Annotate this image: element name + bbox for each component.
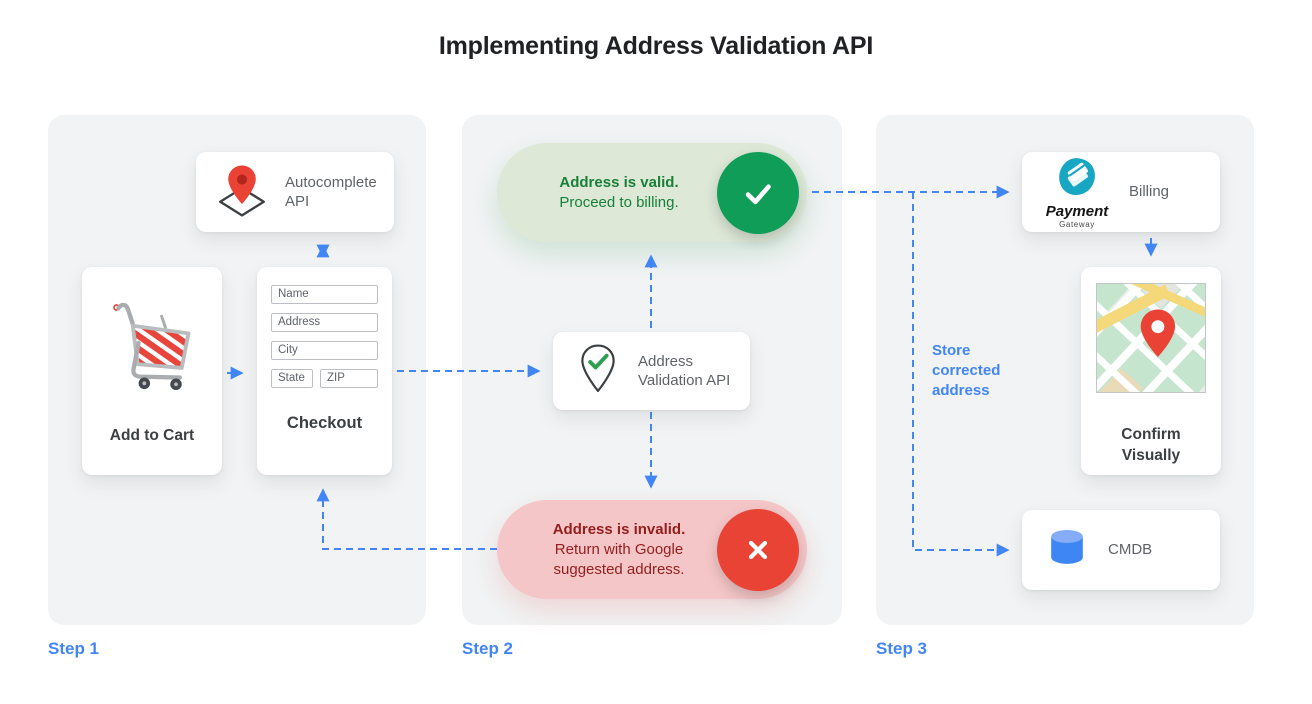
payment-logo-title: Payment (1045, 202, 1109, 220)
address-field: Address (271, 313, 378, 332)
step-1-label: Step 1 (48, 639, 100, 658)
autocomplete-map-pin-icon (212, 161, 272, 224)
valid-pill-subtitle: Proceed to billing. (559, 193, 679, 211)
checkout-card: Name Address City State ZIP Checkout (257, 267, 392, 475)
invalid-pill-subtitle: Return with Google suggested address. (553, 540, 685, 578)
state-field: State (271, 369, 313, 388)
add-to-cart-card: Add to Cart (82, 267, 222, 475)
name-field: Name (271, 285, 378, 304)
cross-circle-icon (717, 508, 799, 591)
zip-field: ZIP (320, 369, 378, 388)
map-thumbnail (1096, 283, 1206, 393)
billing-card-label: Billing (1129, 183, 1170, 201)
payment-gateway-blob-icon (1059, 157, 1095, 195)
payment-logo-subtitle: Gateway (1059, 219, 1095, 229)
shopping-cart-icon (104, 302, 200, 395)
address-invalid-pill: Address is invalid. Return with Google s… (497, 500, 807, 599)
valid-pill-title: Address is valid. (559, 173, 679, 191)
validation-card-label: Address Validation API (638, 352, 731, 390)
autocomplete-card-label: Autocomplete API (285, 173, 377, 211)
payment-gateway-logo: Payment Gateway (1038, 156, 1116, 229)
city-field: City (271, 341, 378, 360)
check-circle-icon (717, 151, 799, 234)
validation-pin-check-icon (573, 342, 623, 401)
autocomplete-api-card: Autocomplete API (196, 152, 394, 232)
invalid-pill-title: Address is invalid. (552, 520, 686, 538)
step-2-label: Step 2 (462, 639, 514, 658)
address-valid-pill: Address is valid. Proceed to billing. (497, 143, 807, 242)
cmdb-card: CMDB (1022, 510, 1220, 590)
page-title: Implementing Address Validation API (438, 32, 874, 60)
confirm-visually-label: Confirm Visually (1121, 426, 1181, 464)
step-3-label: Step 3 (876, 639, 928, 658)
address-validation-api-card: Address Validation API (553, 332, 750, 410)
add-to-cart-label: Add to Cart (109, 427, 195, 444)
store-corrected-address-note: Store corrected address (932, 342, 1001, 399)
confirm-visually-card: Confirm Visually (1081, 267, 1221, 475)
billing-card: Payment Gateway Billing (1022, 152, 1220, 232)
database-icon (1044, 526, 1090, 575)
checkout-label: Checkout (286, 414, 363, 432)
cmdb-card-label: CMDB (1108, 541, 1153, 559)
